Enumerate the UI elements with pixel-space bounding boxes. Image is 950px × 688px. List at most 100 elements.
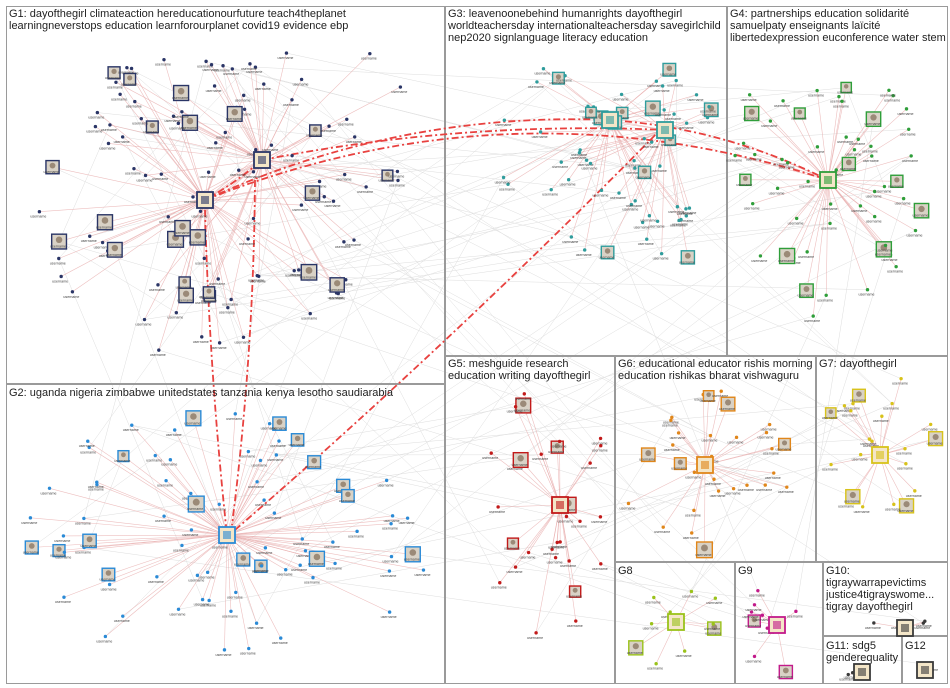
node-label: username — [808, 94, 824, 98]
edge — [664, 129, 689, 258]
node: username — [884, 93, 900, 103]
edge — [226, 534, 424, 571]
node: username — [251, 458, 267, 467]
node-dot — [860, 505, 865, 509]
node-label: username — [165, 119, 181, 123]
node: username — [778, 485, 794, 494]
person-icon — [684, 252, 691, 259]
node-label: username — [571, 524, 587, 528]
node-dot — [563, 74, 567, 78]
edge — [102, 199, 206, 243]
node: username — [348, 529, 364, 538]
node-label: username — [592, 121, 608, 125]
edge — [795, 119, 874, 612]
node-dot — [28, 516, 33, 520]
node-label: username — [148, 580, 164, 584]
node-dot — [398, 85, 403, 89]
edge — [827, 179, 885, 187]
edge — [799, 113, 829, 181]
node-label: username — [170, 612, 186, 616]
node: username — [155, 514, 171, 523]
node-label: username — [638, 242, 654, 246]
node-dot — [95, 482, 99, 487]
node-dot — [747, 93, 752, 97]
node-label: username — [625, 164, 641, 168]
node-label: username — [21, 521, 37, 525]
node-label: username — [199, 575, 215, 579]
node: username — [571, 148, 587, 157]
edge — [178, 534, 228, 610]
node-label: username — [922, 427, 938, 431]
node-label: username — [283, 103, 299, 107]
node: username — [682, 589, 698, 598]
node-label: username — [817, 298, 833, 302]
node: username — [913, 202, 930, 219]
node-label: username — [865, 626, 881, 630]
node-dot — [891, 93, 895, 98]
node: username — [305, 455, 322, 470]
node-label: username — [622, 208, 638, 212]
node-dot — [578, 519, 582, 523]
node-label: username — [244, 175, 260, 179]
node-label: username — [543, 552, 559, 556]
node-label: username — [289, 443, 305, 447]
node: username — [241, 62, 257, 71]
node-label: username — [248, 626, 264, 630]
node-dot — [882, 184, 887, 189]
node-label: username — [246, 70, 262, 74]
node-dot — [846, 672, 850, 677]
edge — [561, 129, 666, 163]
node-label: username — [849, 142, 865, 146]
node-dot — [257, 274, 261, 278]
edge — [226, 534, 318, 560]
node-label: username — [191, 214, 207, 218]
node: username — [667, 78, 683, 88]
hub-badge-icon — [223, 531, 231, 539]
node: username — [897, 462, 913, 471]
node-dot — [513, 565, 518, 569]
node-dot — [502, 118, 507, 122]
node-label: username — [270, 444, 286, 448]
node-label: username — [884, 99, 900, 103]
node-label: username — [560, 564, 576, 568]
node-label: username — [197, 64, 213, 68]
node-label: username — [914, 626, 930, 630]
node-dot — [70, 290, 75, 294]
node: username — [688, 93, 704, 102]
node-label: username — [277, 573, 293, 577]
node-dot — [815, 145, 820, 149]
edge — [579, 129, 666, 154]
node-dot — [95, 110, 100, 115]
node-dot — [873, 214, 877, 219]
node-label: username — [808, 150, 824, 154]
node-label: username — [290, 273, 306, 277]
node-label: username — [252, 569, 268, 573]
node: username — [866, 189, 882, 198]
edge — [207, 108, 653, 293]
node: username — [845, 148, 861, 157]
node-label: username — [507, 570, 523, 574]
node: username — [193, 335, 209, 344]
node-dot — [794, 609, 798, 614]
person-icon — [641, 168, 648, 174]
node-label: username — [592, 567, 608, 571]
edge — [261, 159, 310, 273]
person-icon — [666, 65, 673, 72]
node-dot — [389, 522, 393, 526]
node: username — [700, 105, 716, 114]
node-dot — [37, 210, 42, 214]
node: username — [678, 121, 694, 130]
node-label: username — [694, 398, 710, 402]
edge — [126, 67, 755, 622]
edge — [131, 424, 601, 518]
edge — [816, 90, 829, 181]
node-dot — [164, 478, 168, 483]
node-label: username — [50, 262, 66, 266]
node-label: username — [548, 545, 564, 549]
node: username — [797, 283, 814, 299]
group-edges — [30, 53, 936, 675]
node-dot — [588, 461, 592, 465]
node: username — [173, 110, 189, 119]
node: username — [114, 449, 130, 463]
node: username — [835, 404, 851, 413]
